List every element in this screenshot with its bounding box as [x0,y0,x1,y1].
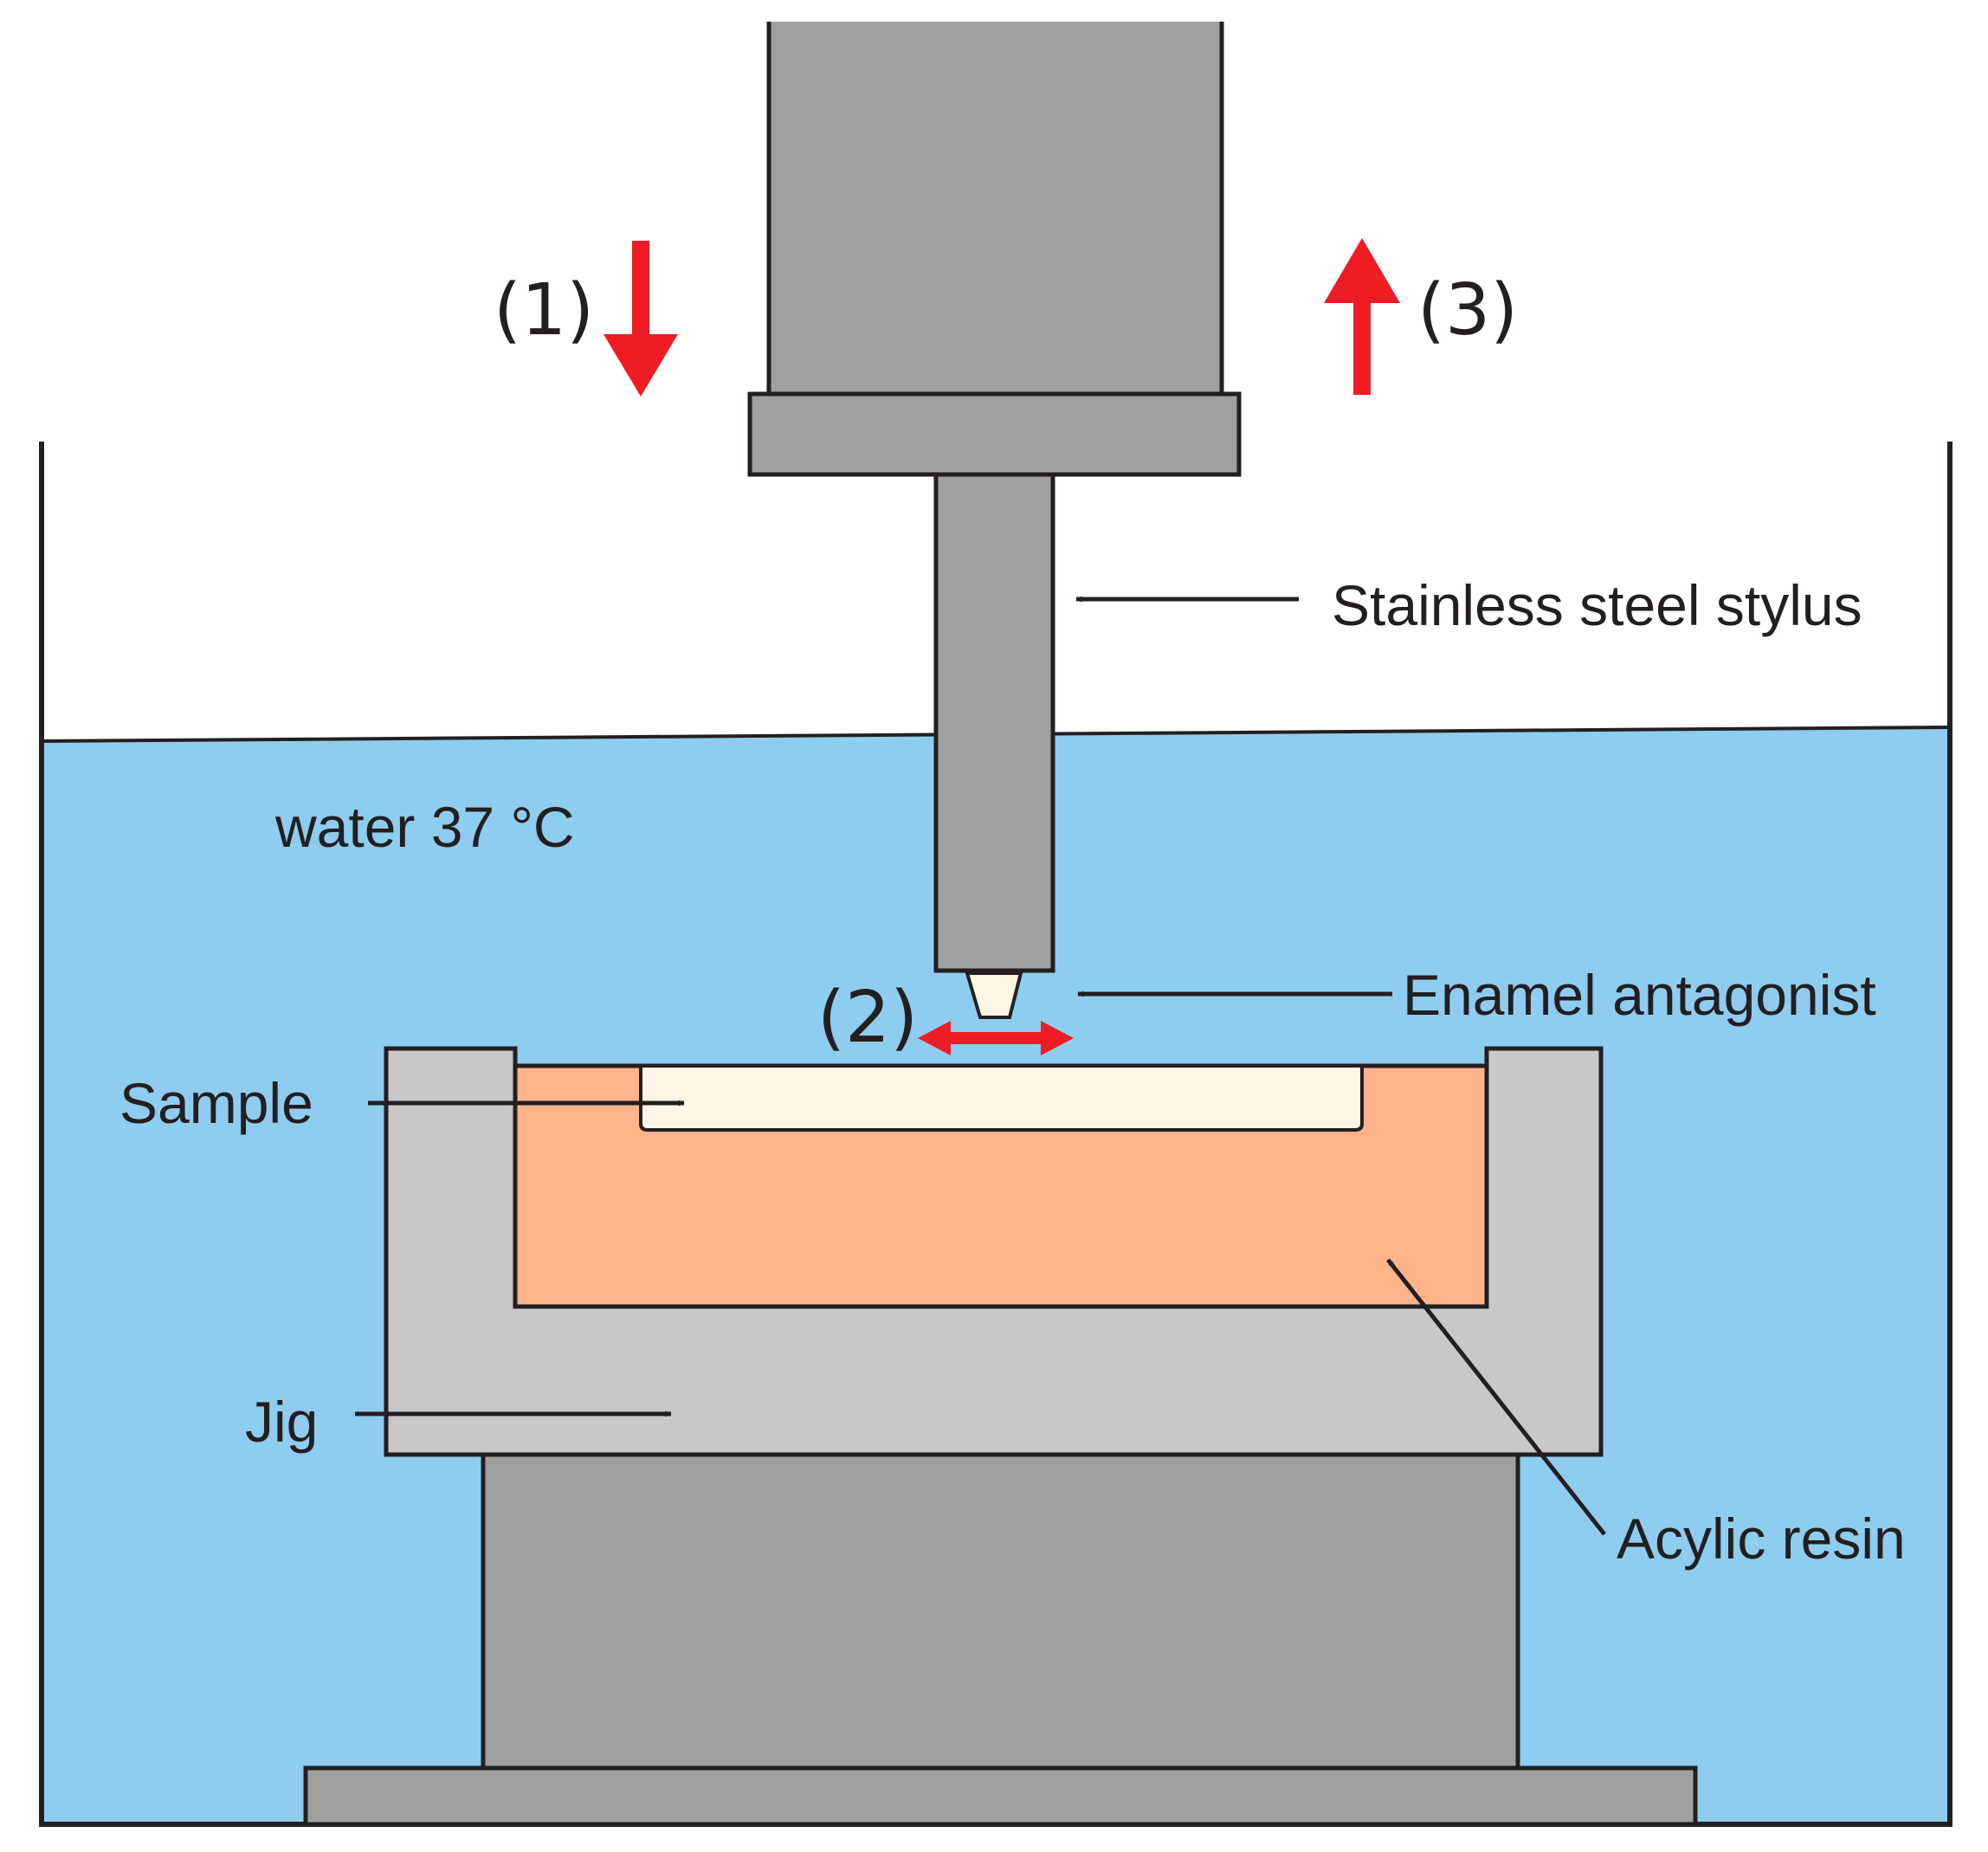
acrylic-resin-label: Acylic resin [1617,1507,1906,1571]
resin-leader-arrow [1386,1258,1606,1536]
up-arrow-icon [1324,238,1400,395]
sample [639,1064,1364,1132]
stainless-steel-stylus [933,472,1055,973]
water-label: water 37 °C [274,795,575,859]
step-2-label: (2) [817,977,918,1059]
jig-label: Jig [245,1390,318,1454]
step-1-label: (1) [494,269,594,352]
sample-label: Sample [119,1071,313,1135]
head-flange [747,391,1242,477]
down-arrow-icon [604,241,678,397]
base-block [481,1452,1520,1771]
base-plate [303,1765,1698,1827]
stylus-label: Stainless steel stylus [1332,573,1862,637]
machine-head [766,22,1224,397]
step-3-label: (3) [1417,269,1518,352]
enamel-antagonist [965,971,1023,1019]
enamel-antagonist-label: Enamel antagonist [1403,963,1876,1027]
horizontal-double-arrow-icon [918,1021,1074,1055]
